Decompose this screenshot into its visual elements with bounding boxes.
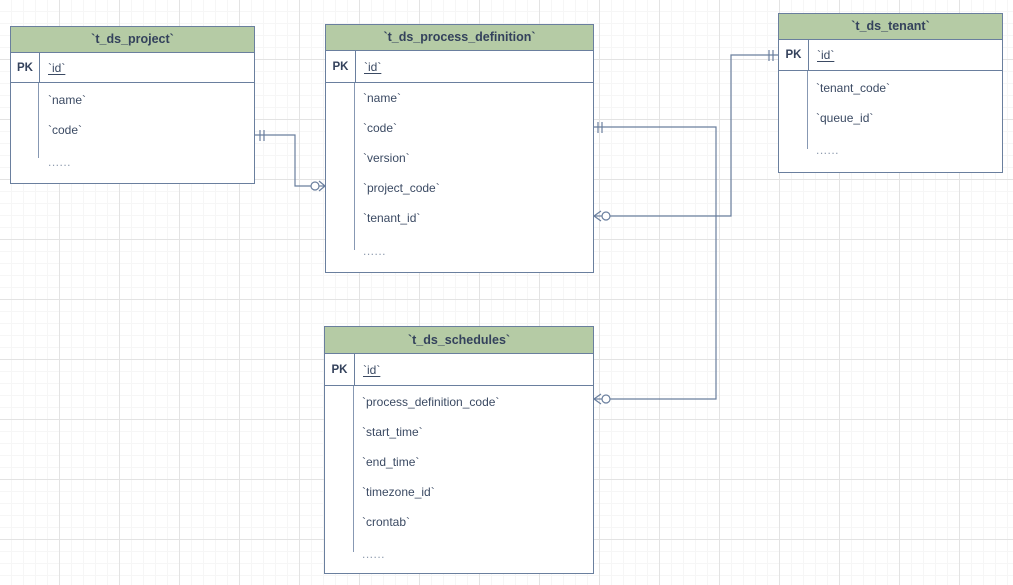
- entity-body-t-ds-schedules: `process_definition_code` `start_time` `…: [325, 386, 593, 573]
- pk-row-t-ds-process-definition: PK `id`: [326, 51, 593, 83]
- pk-row-t-ds-tenant: PK `id`: [779, 40, 1002, 71]
- entity-t-ds-tenant[interactable]: `t_ds_tenant` PK `id` `tenant_code` `que…: [778, 13, 1003, 173]
- field-ellipsis: ......: [816, 143, 840, 157]
- field-tenant-code: `tenant_code`: [816, 81, 891, 95]
- field-code: `code`: [48, 123, 83, 137]
- field-start-time: `start_time`: [362, 425, 423, 439]
- field-ellipsis: ......: [363, 244, 387, 258]
- field-ellipsis: ......: [48, 155, 72, 169]
- pk-column-divider: [808, 40, 809, 70]
- pk-label: PK: [17, 61, 33, 74]
- pk-row-t-ds-schedules: PK `id`: [325, 354, 593, 386]
- entity-body-t-ds-project: `name` `code` ......: [11, 83, 254, 182]
- entity-title-t-ds-schedules: `t_ds_schedules`: [325, 327, 593, 354]
- relationship-process-definition-to-schedules: [593, 122, 717, 405]
- pk-field-name: `id`: [48, 60, 66, 75]
- pk-label: PK: [332, 60, 349, 73]
- relationship-project-to-process-definition: [255, 130, 326, 192]
- relationship-tenant-to-process-definition: [593, 50, 778, 222]
- entity-title-t-ds-tenant: `t_ds_tenant`: [779, 14, 1002, 40]
- body-column-divider: [354, 83, 355, 250]
- pk-column-divider: [355, 51, 356, 82]
- entity-body-t-ds-process-definition: `name` `code` `version` `project_code` `…: [326, 83, 593, 272]
- field-timezone-id: `timezone_id`: [362, 485, 435, 499]
- field-end-time: `end_time`: [362, 455, 420, 469]
- entity-title-t-ds-process-definition: `t_ds_process_definition`: [326, 25, 593, 51]
- entity-t-ds-process-definition[interactable]: `t_ds_process_definition` PK `id` `name`…: [325, 24, 594, 273]
- pk-field-name: `id`: [363, 362, 381, 377]
- pk-field-name: `id`: [364, 59, 382, 74]
- entity-t-ds-project[interactable]: `t_ds_project` PK `id` `name` `code` ...…: [10, 26, 255, 184]
- entity-body-t-ds-tenant: `tenant_code` `queue_id` ......: [779, 71, 1002, 171]
- field-project-code: `project_code`: [363, 181, 440, 195]
- entity-title-t-ds-project: `t_ds_project`: [11, 27, 254, 53]
- entity-title-text: `t_ds_schedules`: [407, 332, 511, 347]
- field-crontab: `crontab`: [362, 515, 411, 529]
- body-column-divider: [353, 386, 354, 552]
- field-process-definition-code: `process_definition_code`: [362, 395, 500, 409]
- entity-title-text: `t_ds_tenant`: [851, 19, 930, 34]
- pk-column-divider: [354, 354, 355, 385]
- pk-label: PK: [331, 363, 348, 376]
- field-queue-id: `queue_id`: [816, 111, 874, 125]
- pk-column-divider: [39, 53, 40, 82]
- field-name: `name`: [48, 93, 87, 107]
- entity-t-ds-schedules[interactable]: `t_ds_schedules` PK `id` `process_defini…: [324, 326, 594, 574]
- entity-title-text: `t_ds_project`: [91, 32, 174, 47]
- pk-label: PK: [785, 49, 802, 61]
- field-ellipsis: ......: [362, 547, 386, 561]
- body-column-divider: [807, 71, 808, 149]
- pk-row-t-ds-project: PK `id`: [11, 53, 254, 83]
- body-column-divider: [38, 83, 39, 158]
- entity-title-text: `t_ds_process_definition`: [383, 30, 536, 45]
- field-code: `code`: [363, 121, 398, 135]
- field-tenant-id: `tenant_id`: [363, 211, 421, 225]
- field-name: `name`: [363, 91, 402, 105]
- field-version: `version`: [363, 151, 410, 165]
- pk-field-name: `id`: [817, 48, 835, 62]
